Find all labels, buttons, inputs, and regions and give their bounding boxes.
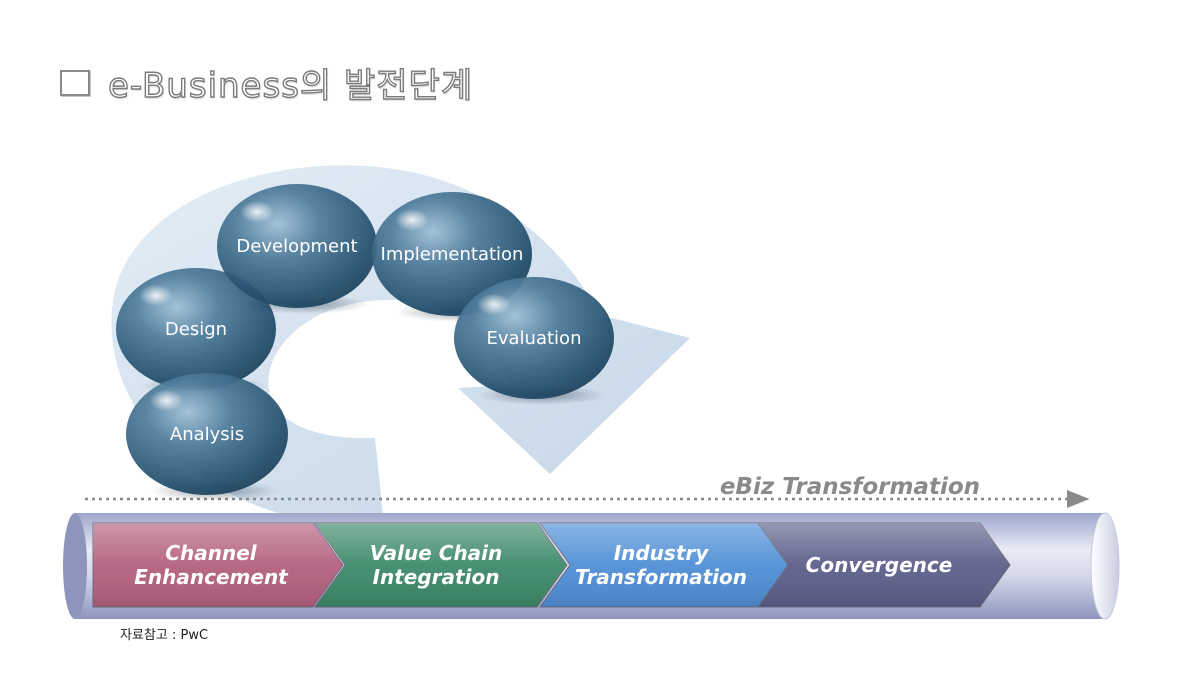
stage-label: Enhancement [134,565,289,589]
sphere-highlight [395,208,429,231]
stage-label: Integration [373,565,500,589]
stage-chevron-gloss [540,523,792,607]
phase-label: Design [165,319,227,340]
page-title: e-Business의 발전단계 [60,58,473,107]
stage-label: Value Chain [370,541,503,565]
phase-sphere-analysis: Analysis [126,373,288,501]
stage-chevron-gloss [758,523,1010,607]
phase-sphere-development: Development [217,184,377,314]
title-text: e-Business의 발전단계 [107,65,474,106]
phase-sphere-evaluation: Evaluation [454,277,614,405]
sphere-highlight [139,284,173,307]
stage-label: Transformation [575,565,747,589]
transformation-label: eBiz Transformation [720,474,980,500]
phase-label: Implementation [381,244,524,265]
sphere-highlight [477,293,511,316]
phase-label: Development [236,236,357,257]
phase-label: Analysis [170,424,244,445]
title-bullet-icon [60,69,90,96]
stage-4: Convergence [757,522,1011,608]
stage-chevron-gloss [315,523,567,607]
sphere-highlight [240,200,274,223]
phase-sphere-implementation: Implementation [372,192,532,322]
phase-label: Evaluation [487,328,582,349]
stage-label: Channel [165,541,257,565]
source-note: 자료참고 : PwC [120,628,209,643]
stage-label: Convergence [806,553,953,577]
stage-label: Industry [614,541,710,565]
sphere-highlight [149,389,184,412]
stage-chevron-gloss [93,523,343,607]
